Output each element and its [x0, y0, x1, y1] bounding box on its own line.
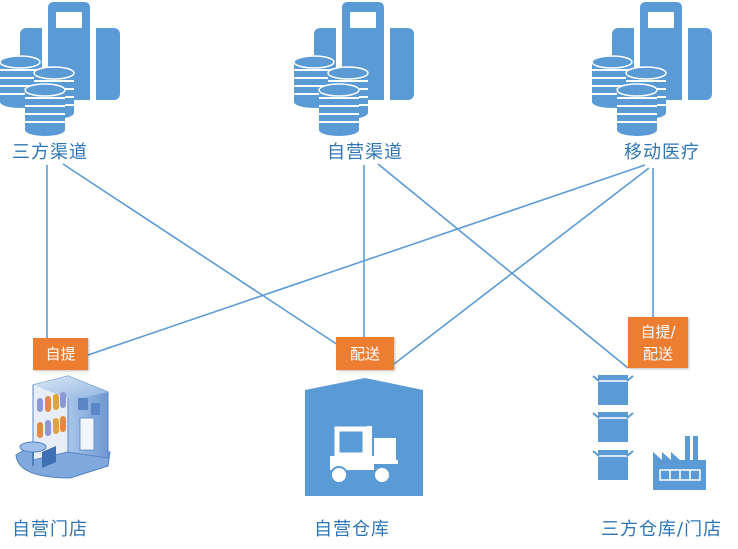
- box-icon: [592, 412, 634, 442]
- badge-pickup-delivery: 自提/ 配送: [628, 317, 688, 368]
- badge-pickup: 自提: [33, 338, 88, 370]
- connector-mobile-to-own-store: [87, 164, 646, 356]
- connector-mobile-to-own-warehouse: [393, 167, 650, 365]
- box-icon: [592, 375, 634, 405]
- channel-label-own: 自营渠道: [327, 142, 403, 163]
- fulfillment-label-own-store: 自营门店: [12, 519, 88, 540]
- connector-own-channel-to-third-warehouse: [377, 163, 629, 369]
- fulfillment-label-own-warehouse: 自营仓库: [314, 519, 390, 540]
- factory-icon: [653, 436, 706, 490]
- channel-label-mobile-medical: 移动医疗: [624, 142, 700, 163]
- connector-third-channel-to-own-warehouse: [62, 163, 339, 346]
- badge-line: 自提/: [640, 322, 676, 341]
- badge-delivery: 配送: [336, 337, 394, 370]
- box-icon: [592, 450, 634, 480]
- channel-label-third-party: 三方渠道: [12, 142, 88, 163]
- fulfillment-label-third-party-warehouse-store: 三方仓库/门店: [601, 519, 723, 540]
- badge-line: 配送: [642, 344, 673, 363]
